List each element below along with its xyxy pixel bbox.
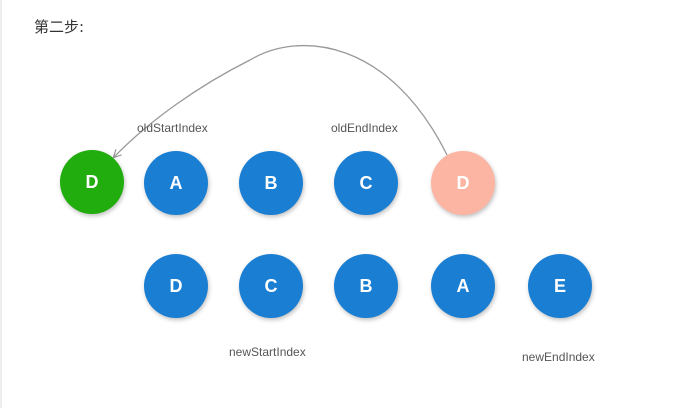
old-node-d-original: D [431,151,495,215]
move-arrow [114,44,448,157]
new-node-d: D [144,254,208,318]
old-start-index-label: oldStartIndex [137,121,208,135]
node-label: D [169,275,183,296]
old-end-index-label: oldEndIndex [331,121,398,135]
node-label: B [264,172,278,193]
node-label: D [456,172,470,193]
old-node-c: C [334,151,398,215]
node-label: A [169,172,183,193]
node-label: A [456,275,470,296]
old-node-d-moved: D [60,150,124,214]
step-title: 第二步: [34,18,85,36]
node-label: C [264,275,278,296]
new-end-index-label: newEndIndex [522,350,595,364]
left-border [0,0,2,408]
new-node-c: C [239,254,303,318]
old-node-b: B [239,151,303,215]
node-label: B [359,275,373,296]
node-label: C [359,172,373,193]
new-start-index-label: newStartIndex [229,345,306,359]
old-node-a: A [144,151,208,215]
new-node-a: A [431,254,495,318]
new-node-e: E [528,254,592,318]
node-label: D [85,171,99,192]
node-label: E [553,275,566,296]
new-node-b: B [334,254,398,318]
